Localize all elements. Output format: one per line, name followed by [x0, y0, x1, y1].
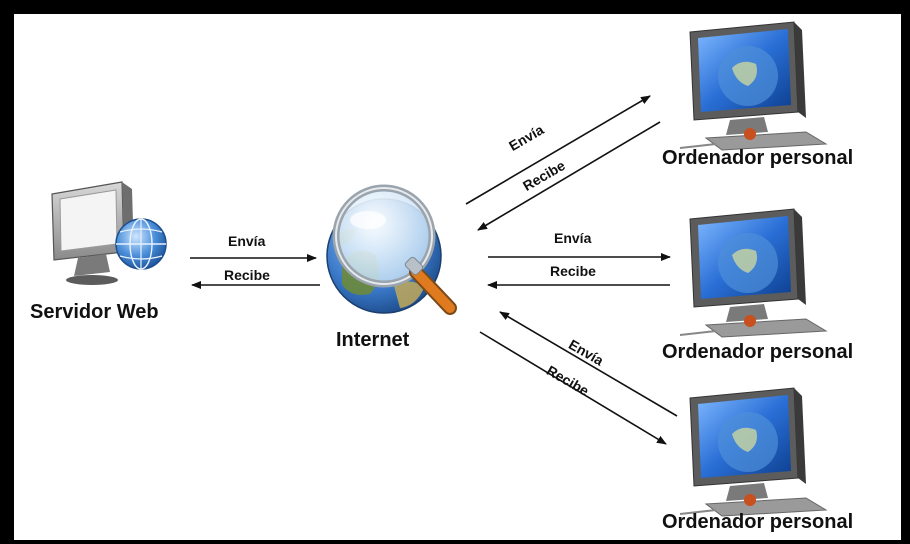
server-label: Servidor Web — [30, 301, 159, 323]
pc-mid-receive-label: Recibe — [550, 263, 596, 279]
pc-top-desktop-computer-icon — [679, 21, 828, 151]
arrow-internet-to-pc-top — [465, 95, 651, 205]
internet-globe-magnifier-icon — [326, 184, 457, 315]
arrow-pc-bottom-to-internet — [499, 311, 678, 417]
server-internet-send-label: Envía — [228, 233, 266, 249]
pc-mid-send-label: Envía — [554, 230, 592, 246]
arrow-internet-to-pc-bottom — [479, 331, 667, 445]
arrow-pc-top-to-internet — [477, 121, 661, 231]
pc-mid-label: Ordenador personal — [662, 341, 854, 363]
pc-top-label: Ordenador personal — [662, 147, 854, 169]
pc-bottom-label: Ordenador personal — [662, 511, 854, 533]
pc-mid-desktop-computer-icon — [679, 208, 828, 338]
pc-bottom-desktop-computer-icon — [679, 387, 828, 517]
network-diagram — [51, 21, 828, 517]
server-monitor-globe-icon — [51, 181, 167, 285]
diagram-canvas: Servidor Web Internet Ordenador personal… — [14, 14, 901, 540]
internet-label: Internet — [336, 329, 410, 351]
server-internet-receive-label: Recibe — [224, 267, 270, 283]
